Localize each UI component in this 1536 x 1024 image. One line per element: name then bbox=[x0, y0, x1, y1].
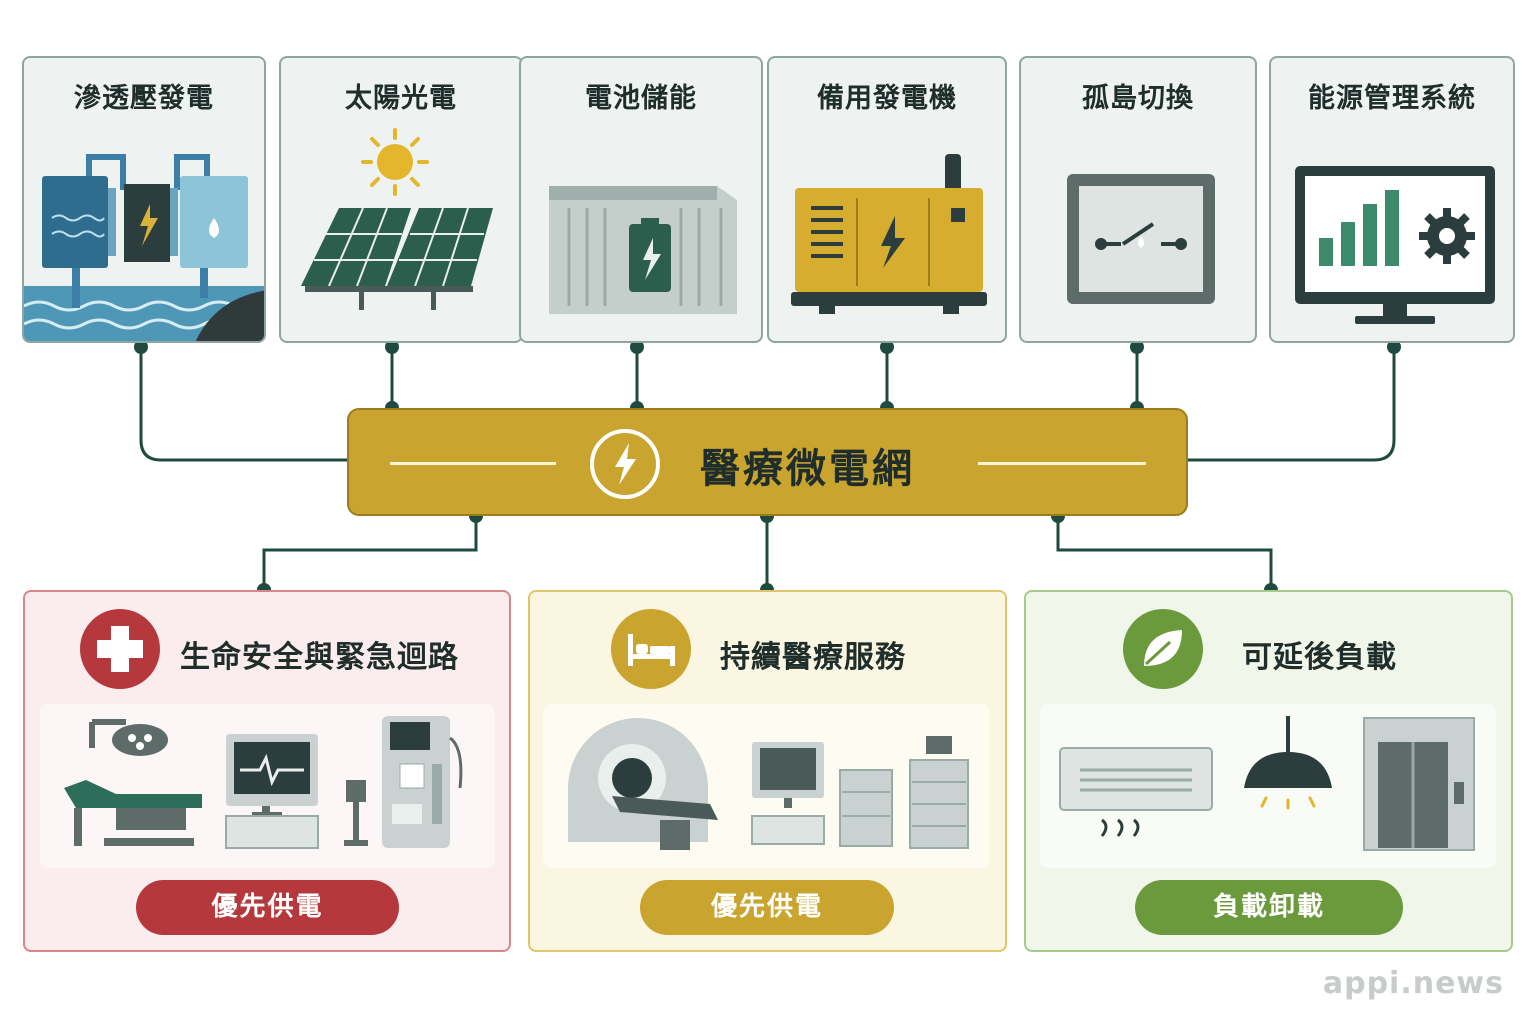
source-label: 備用發電機 bbox=[817, 83, 957, 114]
solar-panel-icon bbox=[301, 128, 493, 310]
island-switch-icon bbox=[1067, 174, 1215, 304]
osmotic-power-icon bbox=[24, 154, 264, 341]
medical-cross-icon bbox=[80, 609, 160, 689]
battery-container-icon bbox=[549, 186, 737, 314]
source-label: 滲透壓發電 bbox=[74, 83, 214, 114]
load-title: 持續醫療服務 bbox=[720, 640, 906, 675]
source-label: 能源管理系統 bbox=[1308, 83, 1476, 114]
source-card-solar: 太陽光電 bbox=[279, 56, 523, 343]
hospital-bed-icon bbox=[611, 609, 691, 689]
hub-line-left bbox=[390, 462, 556, 465]
priority-badge: 優先供電 bbox=[136, 880, 399, 935]
source-label: 電池儲能 bbox=[585, 83, 697, 114]
source-card-osmotic: 滲透壓發電 bbox=[22, 56, 266, 343]
ct-scanner-equipment-icon bbox=[568, 718, 969, 850]
load-title: 可延後負載 bbox=[1242, 640, 1397, 675]
source-card-battery: 電池儲能 bbox=[519, 56, 763, 343]
source-label: 太陽光電 bbox=[345, 83, 457, 114]
operating-room-equipment-icon bbox=[64, 716, 463, 849]
source-card-generator: 備用發電機 bbox=[767, 56, 1007, 343]
generator-icon bbox=[791, 154, 987, 314]
source-card-ems: 能源管理系統 bbox=[1269, 56, 1515, 343]
leaf-icon bbox=[1123, 609, 1203, 689]
priority-badge: 優先供電 bbox=[640, 880, 894, 935]
load-shedding-badge: 負載卸載 bbox=[1135, 880, 1403, 935]
hub-line-right bbox=[978, 462, 1146, 465]
source-label: 孤島切換 bbox=[1082, 83, 1194, 114]
energy-management-monitor-icon bbox=[1295, 166, 1495, 324]
source-card-island-switch: 孤島切換 bbox=[1019, 56, 1257, 343]
load-title: 生命安全與緊急迴路 bbox=[180, 640, 459, 675]
lightning-icon bbox=[590, 429, 660, 499]
hvac-light-elevator-icon bbox=[1059, 716, 1475, 851]
watermark: appi.news bbox=[1322, 966, 1504, 1001]
hub-title: 醫療微電網 bbox=[700, 446, 915, 492]
